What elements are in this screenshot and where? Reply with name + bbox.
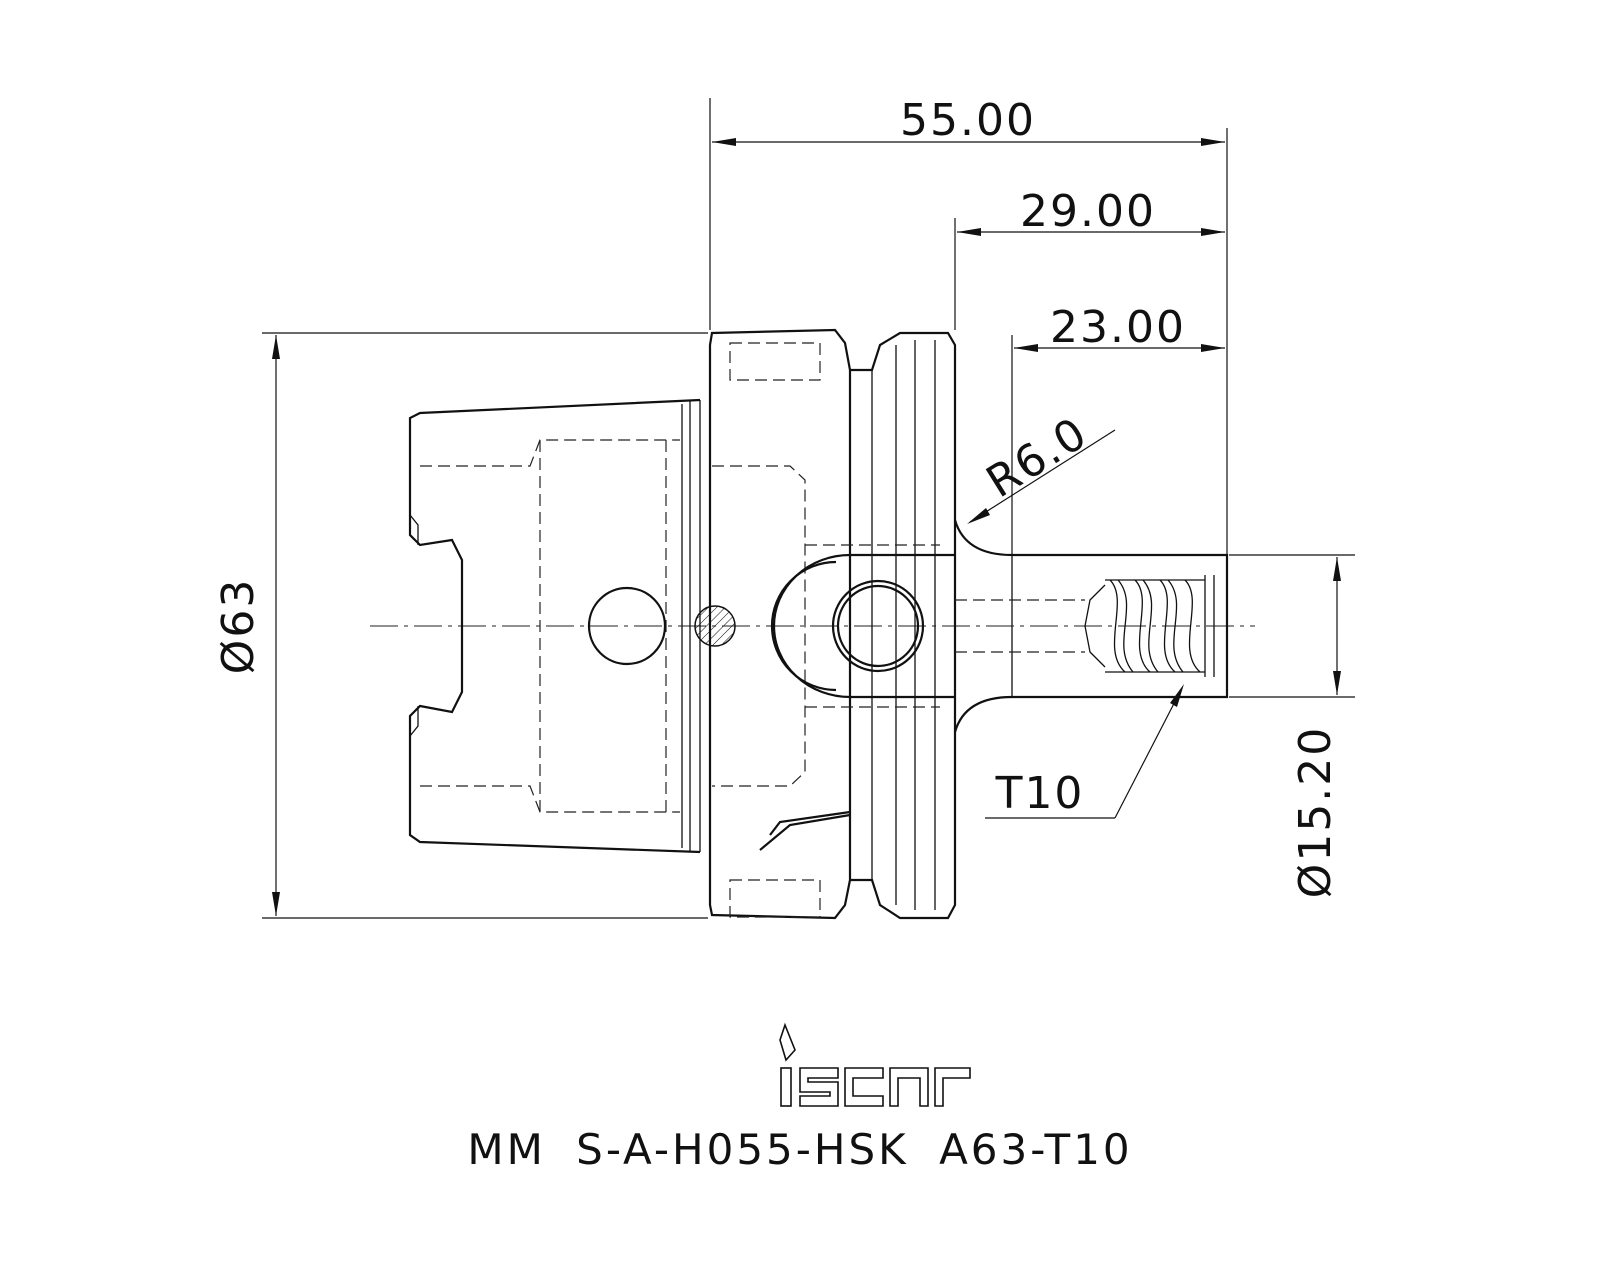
iscar-logo	[779, 1022, 971, 1107]
dimension-dia-63	[262, 332, 708, 919]
logo-text: iscar	[879, 1064, 882, 1067]
dim-text-dia-63: Ø63	[213, 578, 264, 675]
dim-text-radius: R6.0	[978, 407, 1097, 508]
thread-coils	[1109, 579, 1201, 673]
hsk-taper-shank	[408, 398, 736, 854]
dimension-23	[1011, 335, 1225, 555]
dimension-thread	[985, 684, 1184, 819]
hatched-pin	[694, 605, 736, 647]
dim-text-dia-15: Ø15.20	[1290, 726, 1341, 899]
dim-text-thread: T10	[995, 768, 1085, 819]
dim-text-23: 23.00	[1050, 302, 1186, 353]
dim-text-29: 29.00	[1020, 186, 1156, 237]
dim-text-55: 55.00	[900, 95, 1036, 146]
clamping-hole	[831, 579, 925, 673]
dimension-radius	[967, 429, 1116, 524]
flange-body	[708, 328, 957, 920]
part-number-title: MM S-A-H055-HSK A63-T10	[467, 1125, 1133, 1174]
dimension-55	[709, 98, 1228, 555]
dimension-29	[954, 218, 1225, 330]
dimension-dia-15	[1229, 554, 1355, 698]
cross-hole	[587, 586, 667, 666]
threaded-spigot	[953, 519, 1229, 733]
